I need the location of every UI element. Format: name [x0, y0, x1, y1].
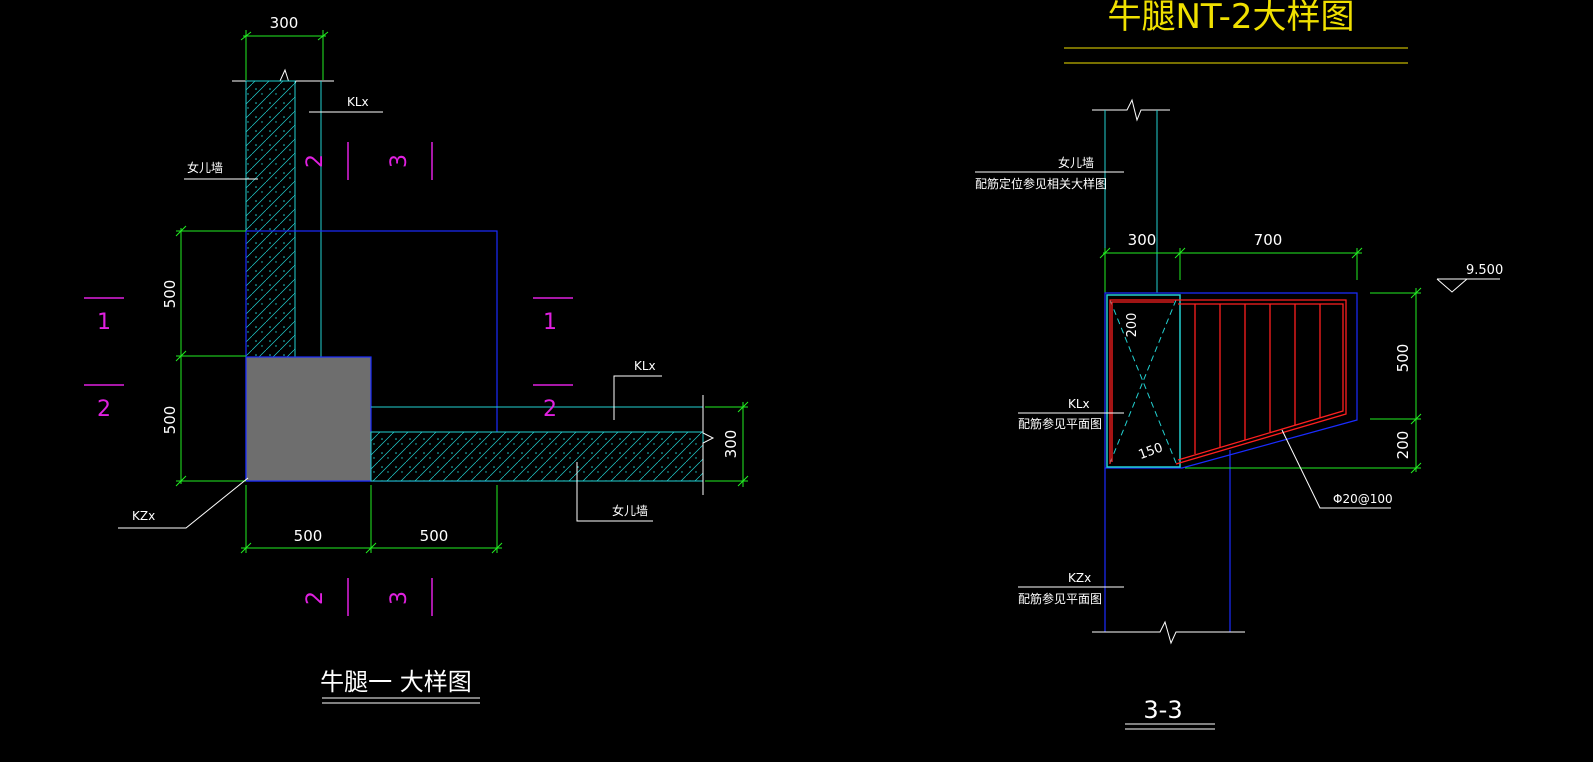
section-mark-mid-1: 1	[543, 310, 557, 335]
dim-top-right	[1099, 247, 1363, 293]
dim-label-bottom-left: 500	[294, 527, 323, 545]
label-parapet-right: 女儿墙	[1058, 155, 1094, 170]
dim-label-lower-right: 200	[1394, 431, 1412, 460]
left-title: 牛腿一 大样图	[320, 668, 472, 696]
break-line-top-right	[1092, 98, 1170, 122]
section-mark-top-3: 3	[387, 154, 412, 168]
column-kz	[245, 356, 372, 482]
dim-top-300	[240, 30, 329, 80]
dim-right-300	[705, 401, 749, 487]
dim-label-top: 300	[270, 14, 299, 32]
parapet-wall-horizontal	[370, 431, 704, 482]
label-kz: KZx	[132, 509, 155, 523]
label-parapet-note: 配筋定位参见相关大样图	[975, 176, 1107, 191]
label-kl-right: KLx	[634, 359, 656, 373]
section-title-3-3: 3-3	[1143, 696, 1182, 724]
dim-label-bottom-right: 500	[420, 527, 449, 545]
section-mark-bottom-3: 3	[387, 591, 412, 605]
label-kl-note: 配筋参见平面图	[1018, 416, 1102, 431]
dim-label-upper: 500	[161, 280, 179, 309]
section-mark-bottom-2: 2	[303, 591, 328, 605]
left-detail: 300 500 500	[84, 14, 749, 704]
label-parapet-bottom: 女儿墙	[612, 503, 648, 518]
label-kz-right-view: KZx	[1068, 571, 1091, 585]
section-mark-left-1: 1	[97, 310, 111, 335]
dim-inner-200: 200	[1125, 313, 1140, 338]
section-mark-left-2: 2	[97, 397, 111, 422]
leader-kz	[118, 477, 249, 529]
corbel-outline-right	[1104, 292, 1358, 469]
section-marks	[84, 142, 573, 616]
label-kl-right-view: KLx	[1068, 397, 1090, 411]
elevation-mark	[1436, 278, 1500, 293]
right-detail: 牛腿NT-2大样图 女儿墙 配筋定位参见相关大样图 300 700	[975, 0, 1503, 730]
label-kl-top: KLx	[347, 95, 369, 109]
dim-label-corbel: 700	[1254, 231, 1283, 249]
leader-parapet-bottom	[576, 462, 653, 522]
break-line-right	[702, 395, 715, 495]
dim-bottom	[240, 485, 503, 554]
dim-label-lower: 500	[161, 406, 179, 435]
label-kz-note: 配筋参见平面图	[1018, 591, 1102, 606]
rebar-cage	[1109, 299, 1347, 465]
dim-right-vertical	[1185, 287, 1422, 474]
beam-diag-1	[1109, 299, 1177, 464]
parapet-wall-vertical	[245, 80, 296, 358]
beam-kl-box	[1106, 294, 1181, 468]
leader-rebar	[1281, 429, 1391, 509]
label-parapet-left: 女儿墙	[187, 160, 223, 175]
right-title: 牛腿NT-2大样图	[1108, 0, 1355, 37]
dim-left-vertical	[175, 225, 246, 487]
elevation-label: 9.500	[1466, 263, 1503, 278]
dim-inner-150: 150	[1137, 440, 1165, 463]
beam-diag-2	[1109, 299, 1177, 464]
section-mark-top-2: 2	[303, 154, 328, 168]
section-mark-mid-2: 2	[543, 397, 557, 422]
dim-label-upper-right: 500	[1394, 344, 1412, 373]
break-line-bottom-right	[1092, 620, 1245, 645]
leader-kl-right	[613, 375, 662, 420]
label-rebar: Φ20@100	[1333, 492, 1393, 506]
dim-label-right: 300	[722, 430, 740, 459]
dim-label-col: 300	[1128, 231, 1157, 249]
